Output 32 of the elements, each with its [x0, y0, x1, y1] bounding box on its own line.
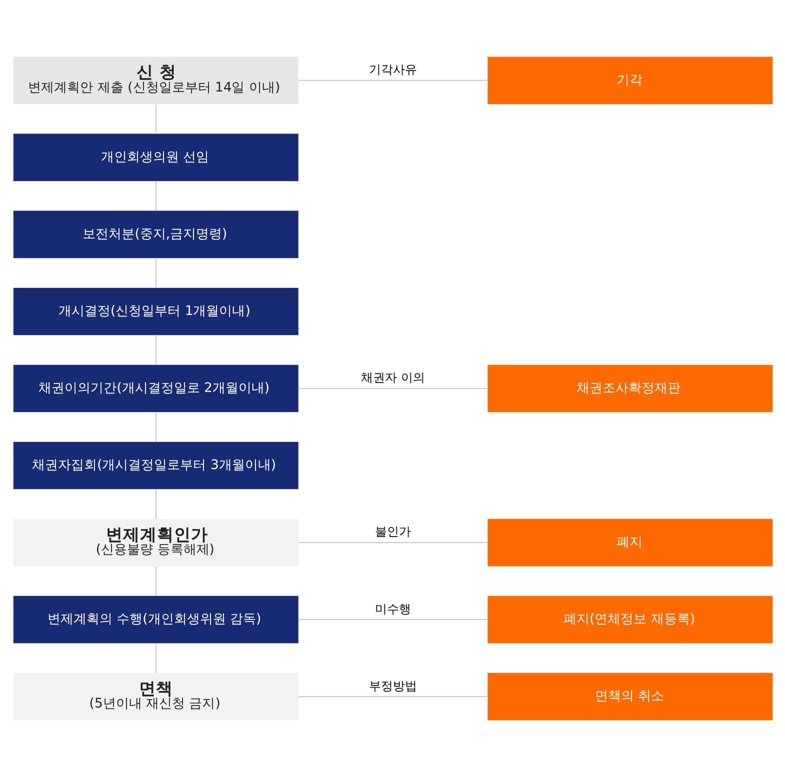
connector: [298, 696, 487, 697]
connector: [154, 488, 156, 518]
node-box: 면책의 취소: [487, 672, 772, 720]
connector: [154, 104, 156, 134]
node-box: 기각: [487, 56, 772, 104]
node-box: 개시결정(신청일부터 1개월이내): [12, 287, 298, 335]
edge-label: 기각사유: [368, 62, 416, 76]
connector: [154, 334, 156, 364]
edge-label: 채권자 이의: [360, 370, 424, 384]
connector: [298, 387, 487, 389]
connector: [154, 643, 156, 672]
node-box: 면책 (5년이내 재신청 금지): [12, 672, 298, 720]
node-box: 변제계획인가 (신용불량 등록해제): [12, 518, 298, 566]
node-box: 변제계획의 수행(개인회생위원 감독): [12, 595, 298, 643]
connector: [298, 542, 487, 543]
node-box: 보전처분(중지,금지명령): [12, 210, 298, 258]
node-box: 개인회생의원 선임: [12, 133, 298, 181]
node-box: 폐지(연체정보 재등록): [487, 595, 772, 643]
edge-label: 불인가: [374, 524, 410, 538]
node-box: 채권이의기간(개시결정일로 2개월이내): [12, 364, 298, 412]
connector: [154, 258, 156, 288]
connector: [154, 566, 156, 596]
edge-label: 미수행: [374, 601, 410, 616]
node-box: 채권조사확정재판: [487, 364, 772, 412]
connector: [298, 618, 487, 620]
node-box: 폐지: [487, 518, 772, 566]
node-box: 채권자집회(개시결정일로부터 3개월이내): [12, 441, 298, 489]
connector: [154, 412, 156, 442]
connector: [154, 180, 156, 210]
edge-label: 부정방법: [368, 678, 416, 692]
connector: [298, 79, 487, 80]
node-box: 신 청 변제계획안 제출 (신청일로부터 14일 이내): [12, 56, 298, 104]
